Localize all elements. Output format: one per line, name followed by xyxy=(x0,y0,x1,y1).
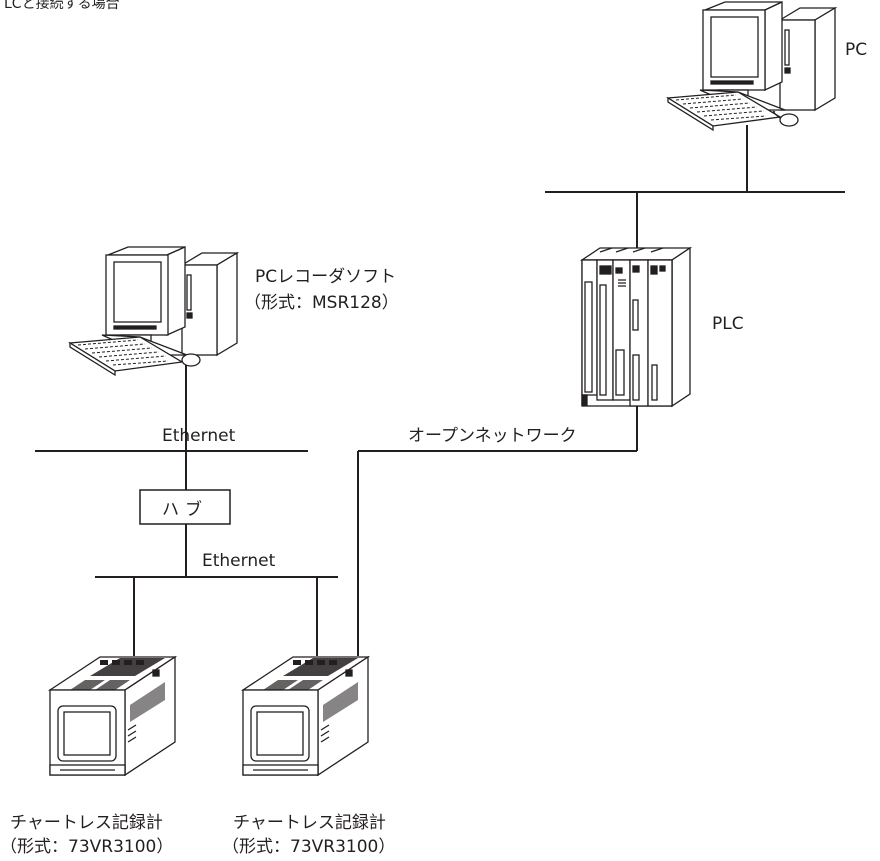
hub-box xyxy=(139,489,231,525)
plc-label: PLC xyxy=(712,314,744,334)
hub-label: ハブ xyxy=(162,499,208,520)
pc-recorder-label-line1: PCレコーダソフト xyxy=(255,267,397,287)
plc-illustration xyxy=(579,246,693,408)
open-network-label: オープンネットワーク xyxy=(408,426,577,446)
recorder-2-label-line2: （形式：73VR3100） xyxy=(222,837,396,857)
top-pc-label: PC xyxy=(845,40,868,60)
recorder-1-label-line2: （形式：73VR3100） xyxy=(0,837,174,857)
ethernet-lower-label: Ethernet xyxy=(202,551,276,571)
recorder-2-label-line1: チャートレス記録計 xyxy=(233,813,386,833)
recorder-2-illustration xyxy=(240,655,371,777)
recorder-1-illustration xyxy=(47,655,178,777)
heading-cropped: LCと接続する場合 xyxy=(4,0,120,12)
pc-recorder-label-line2: （形式：MSR128） xyxy=(244,293,399,313)
top-pc-illustration xyxy=(665,0,838,132)
ethernet-upper-label: Ethernet xyxy=(162,426,236,446)
pc-recorder-illustration xyxy=(67,245,240,377)
recorder-1-label-line1: チャートレス記録計 xyxy=(10,813,163,833)
